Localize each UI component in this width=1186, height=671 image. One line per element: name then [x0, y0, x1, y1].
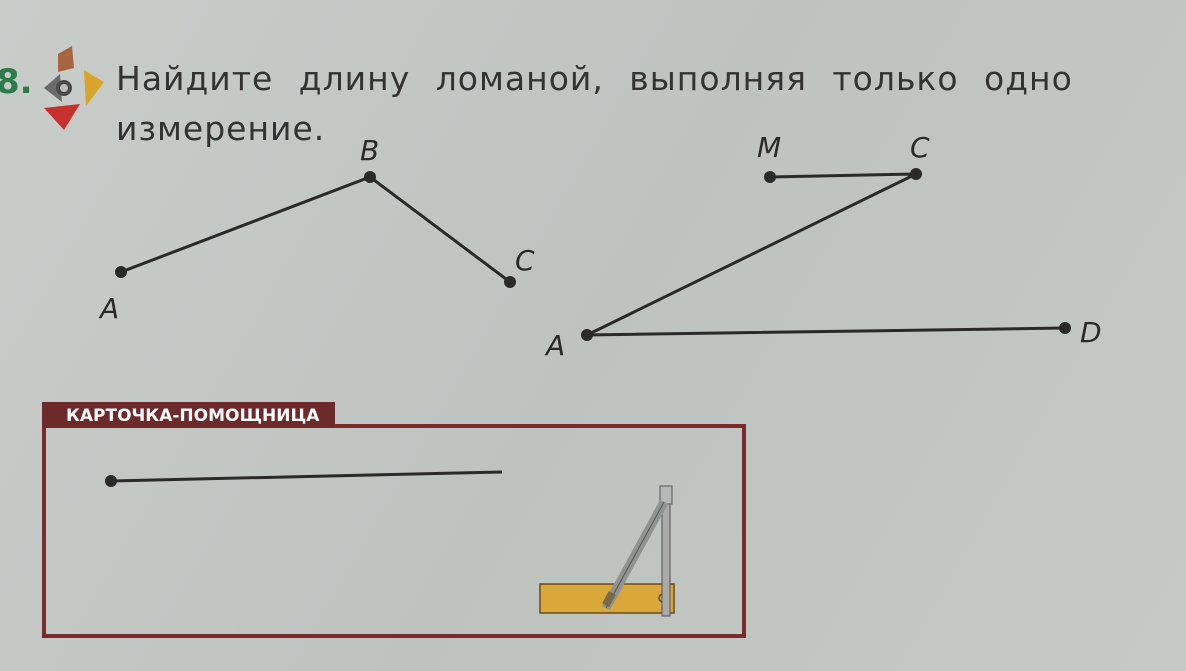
point-label-a: A — [98, 292, 119, 325]
polyline-abc: A B C — [98, 134, 535, 325]
task-text: Найдите длину ломаной, выполняя только о… — [116, 59, 1073, 148]
point-label-m: M — [757, 131, 781, 164]
compass-icon — [602, 485, 673, 617]
polyline-mcad: M C A D — [544, 131, 1102, 362]
point-label-a2: A — [544, 329, 565, 362]
compass-on-ruler-image — [539, 485, 675, 617]
task-icon — [44, 46, 104, 130]
point-label-c: C — [515, 244, 535, 277]
segment — [105, 470, 503, 487]
point-label-c2: C — [910, 131, 930, 164]
helper-card-label: КАРТОЧКА-ПОМОЩНИЦА — [42, 402, 336, 428]
task-number: 8. — [0, 62, 33, 102]
point-label-d: D — [1080, 316, 1102, 349]
point-label-b: B — [360, 134, 379, 167]
helper-card — [42, 424, 746, 638]
